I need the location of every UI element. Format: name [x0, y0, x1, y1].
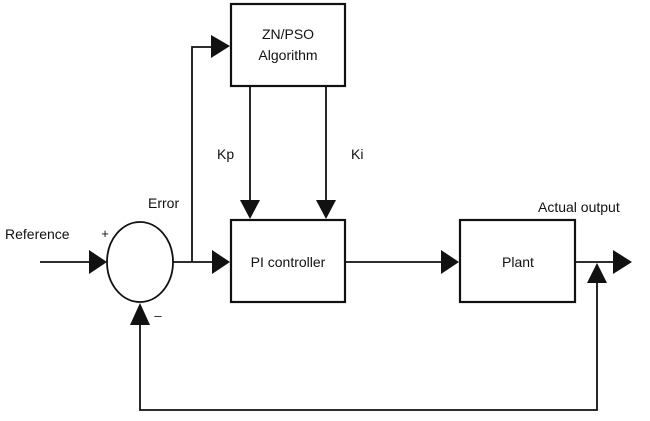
plant-border	[458, 218, 577, 304]
control-arrowhead	[441, 250, 459, 274]
summing-junction-circle	[106, 221, 174, 303]
feedback-arrowhead	[130, 303, 150, 325]
reference-signal: Reference	[5, 226, 107, 274]
pi-controller-border	[229, 218, 347, 304]
ki-label: Ki	[351, 146, 363, 162]
minus-sign: –	[154, 308, 162, 323]
reference-arrowhead	[89, 250, 107, 274]
kp-arrowhead	[240, 200, 260, 219]
ki-signal: Ki	[316, 86, 363, 219]
control-signal	[345, 250, 459, 274]
plant-label: Plant	[502, 254, 534, 270]
pi-controller-label: PI controller	[251, 254, 326, 270]
algorithm-label: Algorithm	[258, 47, 317, 63]
error-signal: Error	[148, 35, 230, 274]
kp-label: Kp	[217, 146, 234, 162]
plus-sign: +	[101, 226, 109, 241]
feedback-tap-arrowhead	[587, 263, 607, 283]
zn-pso-algorithm-block: ZN/PSO Algorithm	[229, 2, 347, 88]
actual-output-label: Actual output	[538, 199, 620, 215]
tuner-input-arrowhead	[211, 35, 230, 58]
reference-label: Reference	[5, 226, 70, 242]
zn-pso-block-border	[229, 2, 347, 88]
error-branch-wire	[191, 46, 214, 262]
output-arrowhead	[613, 250, 632, 274]
pi-controller-block: PI controller	[229, 218, 347, 304]
summing-junction: + –	[101, 221, 174, 323]
error-arrowhead	[212, 250, 230, 274]
feedback-path	[130, 263, 607, 411]
kp-signal: Kp	[217, 86, 260, 219]
feedback-wire	[139, 280, 598, 411]
error-label: Error	[148, 195, 179, 211]
plant-block: Plant	[458, 218, 577, 304]
zn-pso-label: ZN/PSO	[262, 26, 314, 42]
output-signal: Actual output	[538, 199, 632, 274]
ki-arrowhead	[316, 200, 336, 219]
